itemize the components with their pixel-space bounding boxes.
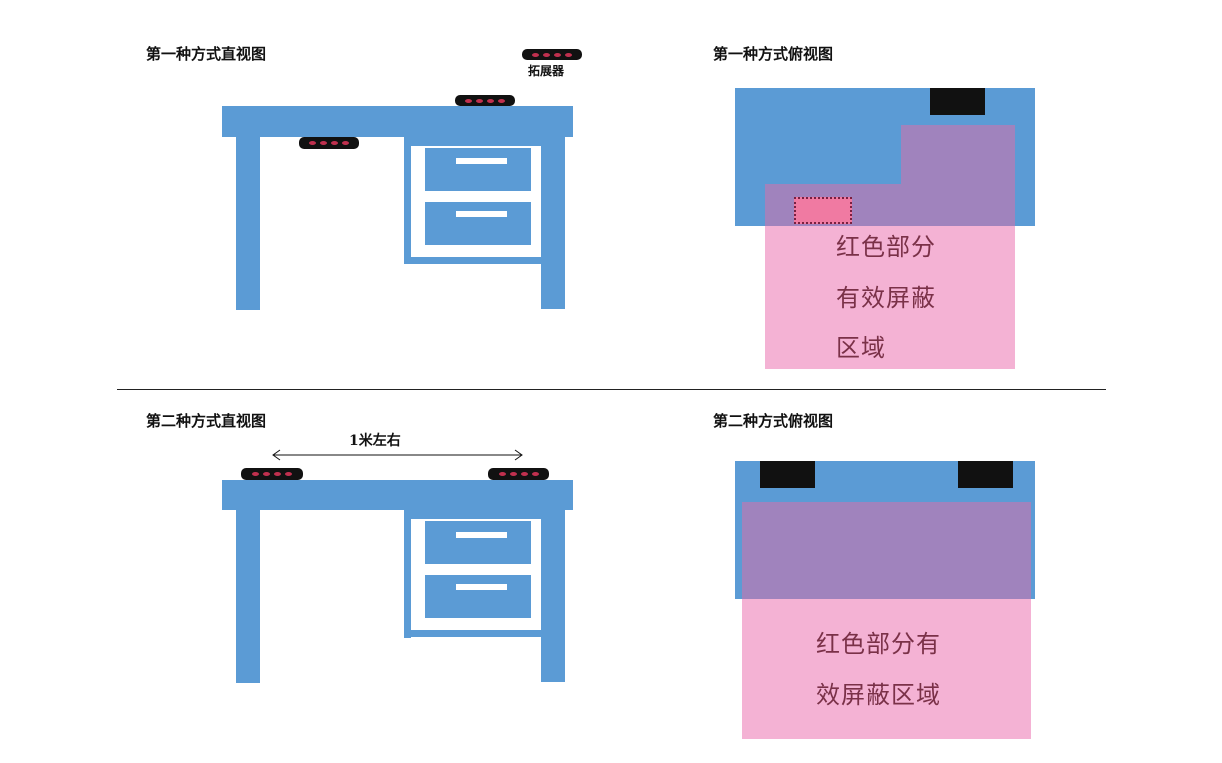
drawer-cabinet-side-1 (404, 137, 411, 264)
extender-left-desk-2 (241, 468, 303, 480)
shield-overlap-2 (742, 502, 1031, 599)
top-view-2-title: 第二种方式俯视图 (713, 412, 834, 430)
drawer-cabinet-top-1 (411, 137, 541, 146)
zone-text-2-line1: 红色部分有 (816, 630, 941, 658)
drawer-lower-1 (425, 202, 531, 245)
extender-top-1 (930, 88, 985, 115)
zone-text-2-line2: 效屏蔽区域 (816, 681, 941, 709)
drawer-upper-handle-2 (456, 532, 507, 538)
top-view-1-title: 第一种方式俯视图 (713, 45, 834, 63)
extender-label: 拓展器 (528, 64, 565, 78)
desk-left-leg-2 (236, 510, 260, 683)
front-view-2-title: 第二种方式直视图 (146, 412, 267, 430)
drawer-upper-2 (425, 521, 531, 564)
desk-top-1 (222, 106, 573, 137)
desk-top-2 (222, 480, 573, 510)
distance-arrow (272, 449, 523, 461)
desk-left-leg-1 (236, 137, 260, 310)
drawer-cabinet-bottom-2 (404, 630, 544, 637)
front-view-1-title: 第一种方式直视图 (146, 45, 267, 63)
zone-text-1-line1: 红色部分 (836, 233, 936, 261)
drawer-upper-handle-1 (456, 158, 507, 164)
extender-top-2-left (760, 461, 815, 488)
drawer-lower-handle-1 (456, 211, 507, 217)
extender-right-desk-2 (488, 468, 549, 480)
desk-right-leg-1 (541, 137, 565, 309)
drawer-cabinet-side-2 (404, 510, 411, 638)
zone-text-1-line3: 区域 (836, 334, 886, 362)
drawer-lower-2 (425, 575, 531, 618)
section-divider (117, 389, 1106, 390)
drawer-upper-1 (425, 148, 531, 191)
extender-under-desk-1 (299, 137, 359, 149)
extender-under-top-1 (794, 197, 852, 224)
shield-zone-1 (765, 226, 1015, 369)
zone-text-1-line2: 有效屏蔽 (836, 284, 936, 312)
extender-on-desk-1 (455, 95, 515, 106)
extender-legend-icon (522, 49, 582, 60)
distance-label: 1米左右 (349, 433, 401, 449)
shield-zone-2 (742, 599, 1031, 739)
desk-right-leg-2 (541, 510, 565, 682)
extender-top-2-right (958, 461, 1013, 488)
drawer-cabinet-bottom-1 (404, 257, 544, 264)
drawer-cabinet-top-2 (411, 510, 541, 519)
drawer-lower-handle-2 (456, 584, 507, 590)
shield-overlap-upper-1 (901, 125, 1015, 226)
